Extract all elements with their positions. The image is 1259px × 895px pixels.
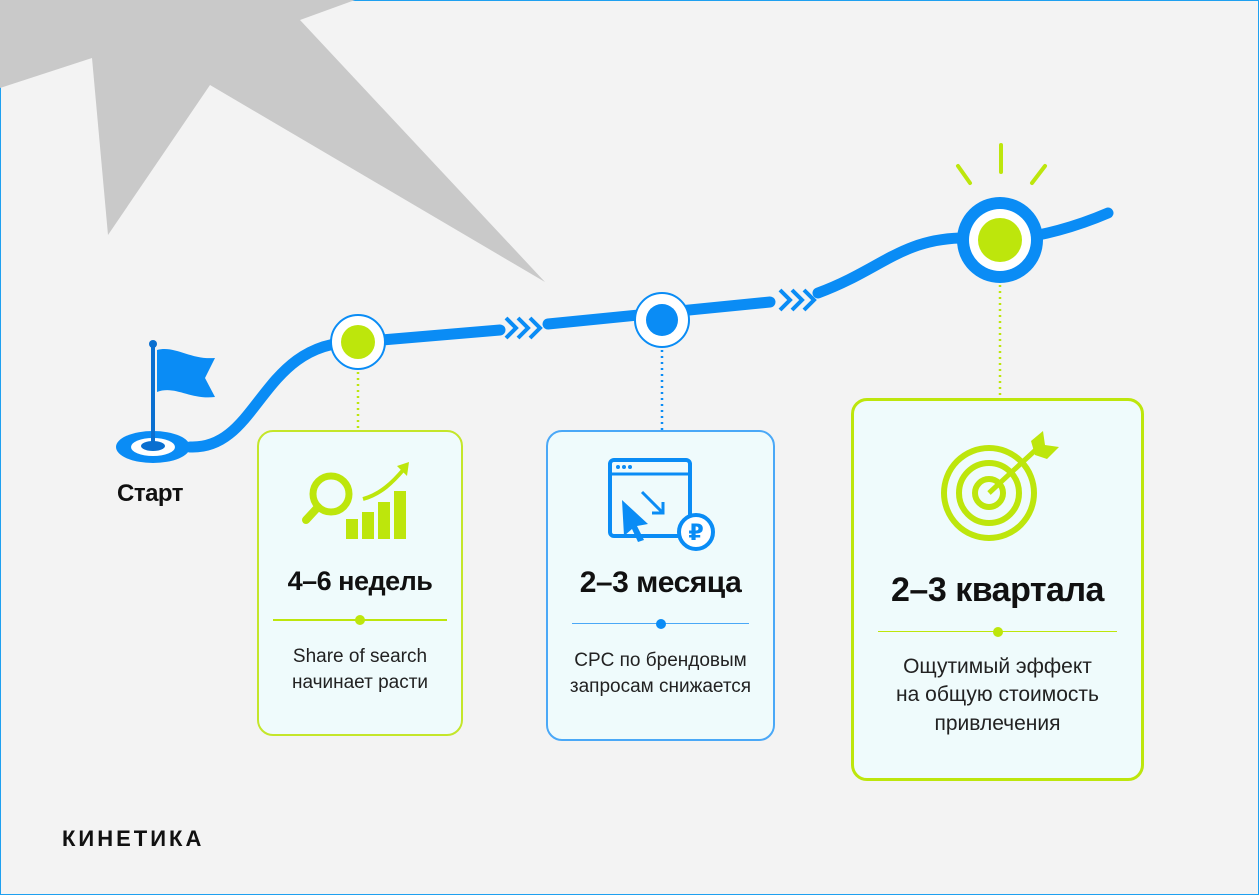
sparkle-icon xyxy=(956,143,1047,185)
chevrons-icon xyxy=(504,288,817,340)
milestone-title: 4–6 недель xyxy=(287,566,433,596)
brand-logo: КИНЕТИКА xyxy=(62,826,205,851)
milestone-card-2: ₽ 2–3 месяца CPC по брендовым запросам с… xyxy=(546,430,775,741)
milestone-node-2 xyxy=(634,292,690,348)
separator xyxy=(572,619,749,629)
milestone-desc: Ощутимый эффект xyxy=(903,655,1092,678)
milestone-desc: начинает расти xyxy=(291,671,429,693)
milestone-desc: Share of search xyxy=(292,646,428,667)
milestone-card-3: 2–3 квартала Ощутимый эффект на общую ст… xyxy=(851,398,1144,781)
milestone-title: 2–3 квартала xyxy=(891,571,1104,609)
flag-icon xyxy=(116,340,215,463)
click-cost-ruble-icon: ₽ xyxy=(608,458,715,551)
separator xyxy=(273,615,447,625)
separator xyxy=(878,627,1117,637)
milestone-desc: запросам снижается xyxy=(569,675,752,697)
milestone-desc: на общую стоимость xyxy=(896,683,1099,707)
start-label: Старт xyxy=(117,480,184,507)
decorative-star-shape xyxy=(0,0,545,282)
target-arrow-icon xyxy=(941,431,1059,541)
milestone-card-1: 4–6 недель Share of search начинает раст… xyxy=(257,430,463,736)
milestone-node-1 xyxy=(330,314,386,370)
svg-text:₽: ₽ xyxy=(688,521,703,546)
milestone-title: 2–3 месяца xyxy=(579,566,742,599)
milestone-desc: привлечения xyxy=(934,711,1061,735)
milestone-node-3 xyxy=(957,197,1043,283)
search-growth-chart-icon xyxy=(302,462,409,539)
milestone-desc: CPC по брендовым xyxy=(574,650,747,671)
